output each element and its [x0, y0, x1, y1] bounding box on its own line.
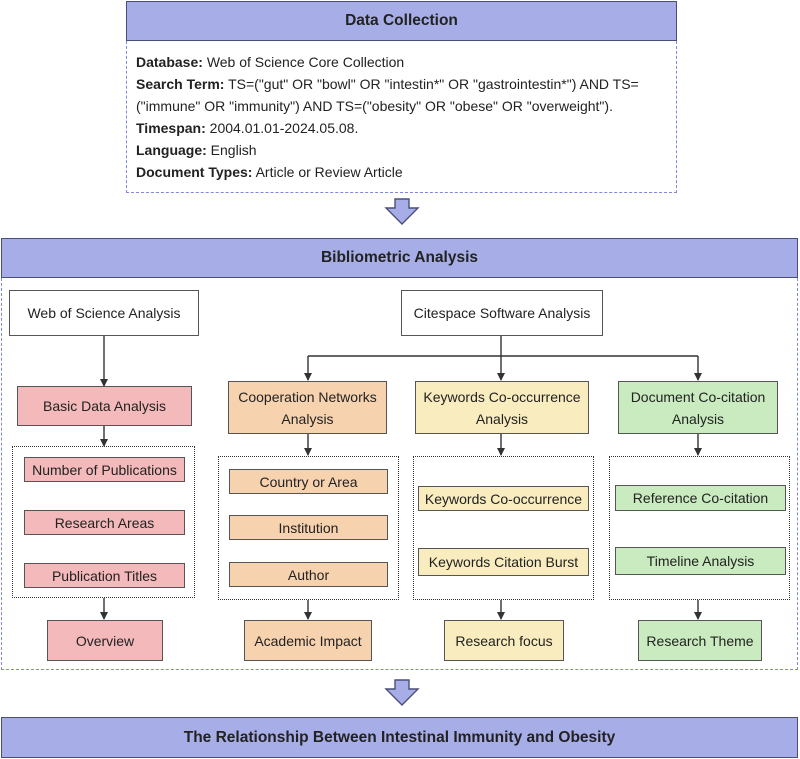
cooperation-items-group [218, 456, 399, 600]
basic-items-group [12, 446, 195, 598]
search-term-line-2: ("immune" OR "immunity") AND TS=("obesit… [136, 96, 613, 116]
keywords-items-group [413, 456, 594, 600]
institution-item: Institution [229, 515, 388, 540]
country-or-area-item: Country or Area [229, 469, 388, 494]
number-of-publications-item: Number of Publications [24, 457, 185, 482]
basic-data-analysis-box: Basic Data Analysis [17, 386, 192, 426]
database-value: Web of Science Core Collection [206, 54, 405, 70]
block-arrow-down-1 [384, 198, 420, 225]
wos-analysis-box: Web of Science Analysis [9, 290, 199, 336]
doctype-value: Article or Review Article [255, 164, 403, 180]
conclusion-header: The Relationship Between Intestinal Immu… [1, 717, 798, 758]
timespan-line: Timespan: 2004.01.01-2024.05.08. [136, 118, 358, 138]
search-term-line: Search Term: TS=("gut" OR "bowl" OR "int… [136, 74, 639, 94]
block-arrow-down-2 [384, 679, 420, 706]
timespan-value: 2004.01.01-2024.05.08. [209, 120, 359, 136]
search-term-value-2: ("immune" OR "immunity") AND TS=("obesit… [136, 98, 613, 114]
citespace-analysis-box: Citespace Software Analysis [401, 290, 603, 336]
keywords-cooccurrence-analysis-box: Keywords Co-occurrence Analysis [415, 381, 589, 434]
timeline-analysis-item: Timeline Analysis [615, 547, 786, 575]
cooperation-networks-box: Cooperation Networks Analysis [228, 381, 387, 434]
language-label: Language: [136, 142, 207, 158]
author-item: Author [229, 562, 388, 587]
data-collection-header: Data Collection [126, 1, 677, 41]
reference-cocitation-item: Reference Co-citation [615, 485, 786, 511]
keywords-cooccurrence-item: Keywords Co-occurrence [418, 486, 589, 511]
research-theme-box: Research Theme [638, 620, 762, 661]
research-focus-box: Research focus [444, 620, 564, 661]
doctype-label: Document Types: [136, 164, 253, 180]
document-items-group [609, 456, 790, 600]
bibliometric-panel [1, 278, 798, 670]
language-line: Language: English [136, 140, 257, 160]
data-collection-panel [126, 41, 677, 193]
language-value: English [210, 142, 257, 158]
publication-titles-item: Publication Titles [24, 563, 185, 588]
document-cocitation-analysis-box: Document Co-citation Analysis [618, 381, 778, 434]
database-line: Database: Web of Science Core Collection [136, 52, 404, 72]
bibliometric-header: Bibliometric Analysis [1, 238, 798, 278]
search-term-label: Search Term: [136, 76, 225, 92]
doctype-line: Document Types: Article or Review Articl… [136, 162, 403, 182]
academic-impact-box: Academic Impact [244, 620, 372, 661]
overview-box: Overview [47, 620, 163, 661]
research-areas-item: Research Areas [24, 510, 185, 535]
timespan-label: Timespan: [136, 120, 206, 136]
database-label: Database: [136, 54, 203, 70]
search-term-value-1: TS=("gut" OR "bowl" OR "intestin*" OR "g… [228, 76, 639, 92]
keywords-citation-burst-item: Keywords Citation Burst [418, 548, 589, 576]
